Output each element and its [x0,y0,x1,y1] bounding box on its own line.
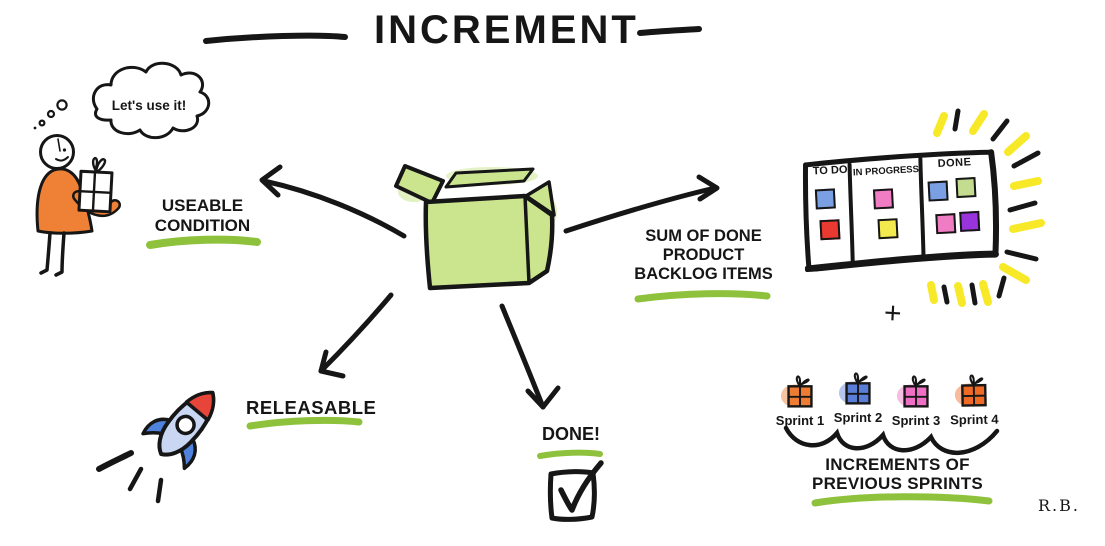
thought-dot-icon [33,126,37,130]
board-card [955,177,977,199]
kanban-board: TO DO IN PROGRESS DONE [799,147,1003,273]
underline-done [537,449,603,459]
author-signature: R.B. [1038,496,1080,515]
underline-releasable [246,416,363,430]
plus-symbol: + [883,296,903,331]
sprint-gift: Sprint 1 [772,372,828,428]
label-line: PRODUCT [662,246,745,264]
board-card [927,180,949,202]
label-useable-condition: USEABLE CONDITION [135,196,270,236]
gift-icon [838,372,871,405]
thought-dot-icon [46,109,56,119]
title-dash-right [637,26,702,36]
person-head [39,134,75,170]
title-dashes [203,26,702,44]
board-column-header-done: DONE [937,156,972,171]
underline-previous-sprints [811,493,993,507]
done-checkbox-icon [547,460,604,522]
sprint-gift-label: Sprint 4 [950,411,999,428]
label-increments-of-previous-sprints: INCREMENTS OF PREVIOUS SPRINTS [790,455,1005,493]
gift-in-hands-icon [77,157,114,214]
gift-icon [954,374,987,407]
label-line: SUM OF DONE [645,227,762,245]
board-frame-icon [802,149,1000,273]
thought-bubble-text: Let's use it! [111,98,187,113]
sprint-gift-label: Sprint 1 [775,413,825,428]
sprint-gift: Sprint 4 [946,371,1003,428]
sparkle-rays-icon [927,108,1045,307]
title-dash-left [203,32,348,44]
person-legs [39,231,52,275]
label-line: INCREMENTS OF [825,455,970,474]
checkmark-icon [558,460,604,513]
underline-useable [146,235,261,249]
diagram-title: INCREMENT [374,8,639,52]
person-figure [33,61,211,277]
board-card [935,213,957,235]
board-card [877,218,899,240]
arrow-to-done [499,303,561,410]
gift-icon [896,375,929,408]
increment-box-icon [394,164,557,291]
sprint-gifts-row: Sprint 1 Sprint 2 Sprint 3 [772,372,1002,428]
arrows [259,164,720,410]
board-column-header-todo: TO DO [812,163,848,178]
label-sum-of-done-product-backlog-items: SUM OF DONE PRODUCT BACKLOG ITEMS [621,227,786,284]
arrow-to-sum [563,174,720,234]
label-releasable: RELEASABLE [246,397,377,418]
label-done: DONE! [542,424,600,444]
sprint-gift: Sprint 3 [888,372,944,428]
underline-sum [634,290,771,303]
rocket-exhaust-lines [96,450,164,504]
green-underlines [146,235,993,507]
board-card [872,188,894,210]
board-card [959,210,981,232]
rocket-icon [141,390,216,471]
arrow-to-releasable [318,292,394,379]
board-divider [918,156,926,259]
arrow-to-useable [259,164,407,239]
label-line: PREVIOUS SPRINTS [811,474,984,493]
gift-icon [780,375,813,408]
sprints-brace [783,425,1000,455]
sprint-gift: Sprint 2 [830,369,886,425]
board-card [819,219,841,241]
sprint-gift-label: Sprint 3 [891,413,941,428]
board-card [814,188,836,210]
sprint-gift-label: Sprint 2 [833,410,883,425]
thought-bubble-icon [91,61,211,140]
label-line: BACKLOG ITEMS [634,265,773,283]
thought-dot-icon [56,99,68,111]
board-divider [847,162,855,265]
label-line: USEABLE [161,196,244,215]
thought-dot-icon [38,119,46,127]
label-line: CONDITION [154,216,251,235]
